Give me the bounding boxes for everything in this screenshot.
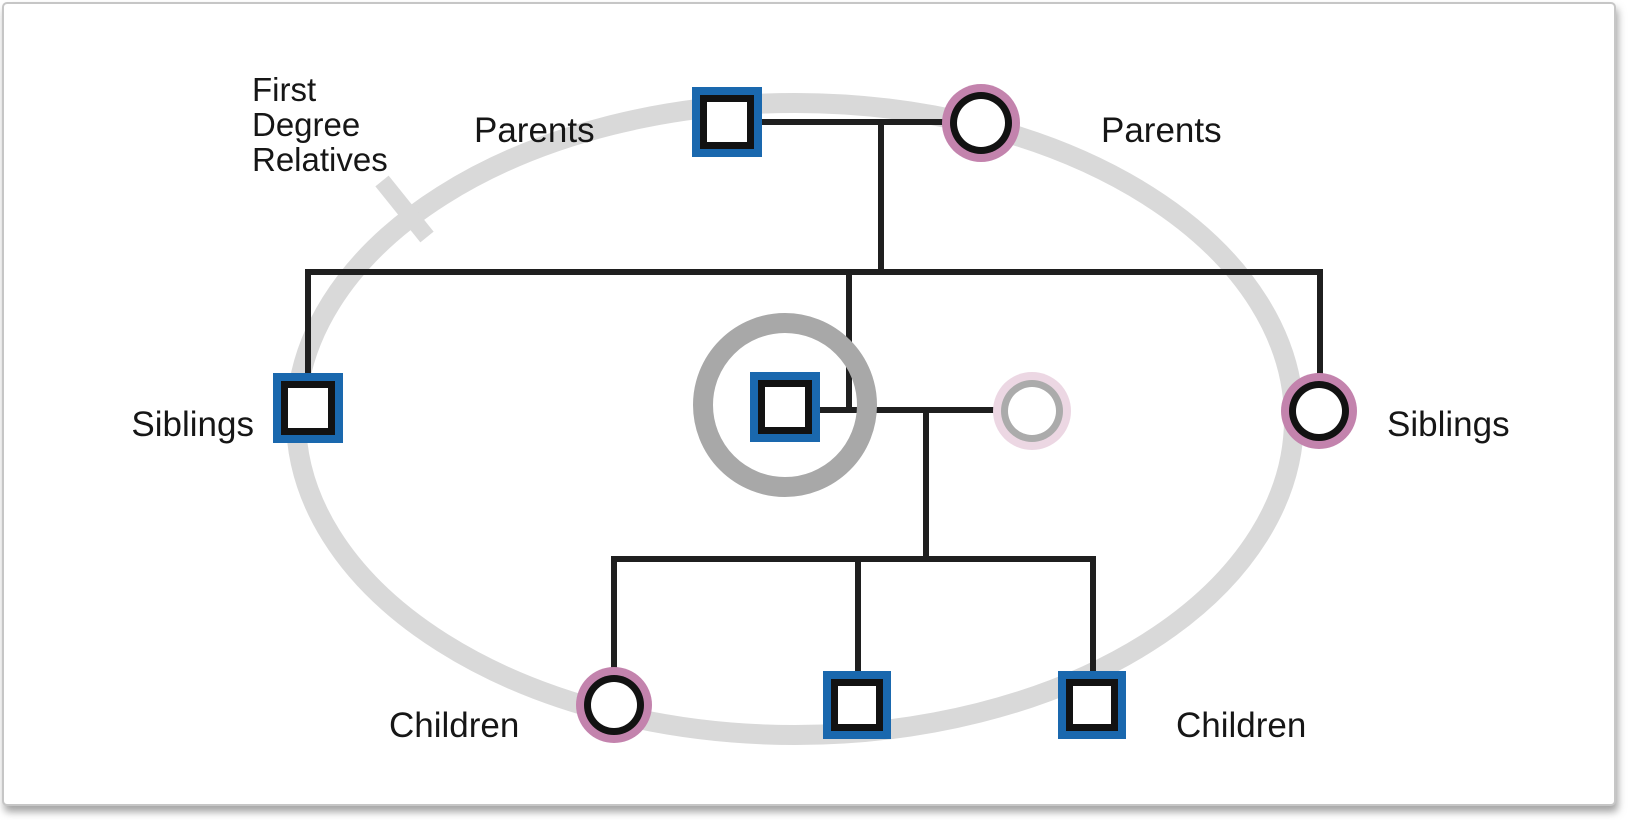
first-degree-relatives-label: First Degree Relatives bbox=[252, 71, 388, 178]
siblings-left-label: Siblings bbox=[131, 405, 254, 444]
sibling-female-fill bbox=[1296, 388, 1342, 434]
parents-left-label: Parents bbox=[474, 111, 595, 150]
spouse-fill bbox=[1008, 387, 1056, 435]
person-child-male-1 bbox=[823, 671, 891, 739]
person-mother bbox=[942, 84, 1020, 162]
child-male-1-fill bbox=[838, 686, 876, 724]
person-child-female bbox=[576, 667, 652, 743]
relationship-lines bbox=[305, 119, 1323, 676]
label-pointer-tick bbox=[375, 175, 434, 243]
pedigree-diagram: First Degree Relatives Parents Parents S… bbox=[131, 71, 1510, 745]
child-male-2-fill bbox=[1073, 686, 1111, 724]
child-female-fill bbox=[591, 682, 637, 728]
first-degree-line-2: Degree bbox=[252, 106, 360, 143]
proband-highlight-ring bbox=[693, 313, 877, 497]
children-left-label: Children bbox=[389, 706, 519, 745]
sibling-male-fill bbox=[288, 388, 328, 428]
father-fill bbox=[707, 102, 747, 142]
first-degree-line-3: Relatives bbox=[252, 141, 388, 178]
first-degree-line-1: First bbox=[252, 71, 316, 108]
proband-fill bbox=[765, 387, 805, 427]
person-father bbox=[692, 87, 762, 157]
person-spouse-faded bbox=[993, 372, 1071, 450]
parents-right-label: Parents bbox=[1101, 111, 1222, 150]
children-right-label: Children bbox=[1176, 706, 1306, 745]
person-sibling-female bbox=[1281, 373, 1357, 449]
person-sibling-male bbox=[273, 373, 343, 443]
diagram-canvas: First Degree Relatives Parents Parents S… bbox=[2, 2, 1616, 806]
person-proband bbox=[750, 372, 820, 442]
siblings-right-label: Siblings bbox=[1387, 405, 1510, 444]
person-child-male-2 bbox=[1058, 671, 1126, 739]
mother-fill bbox=[957, 99, 1005, 147]
